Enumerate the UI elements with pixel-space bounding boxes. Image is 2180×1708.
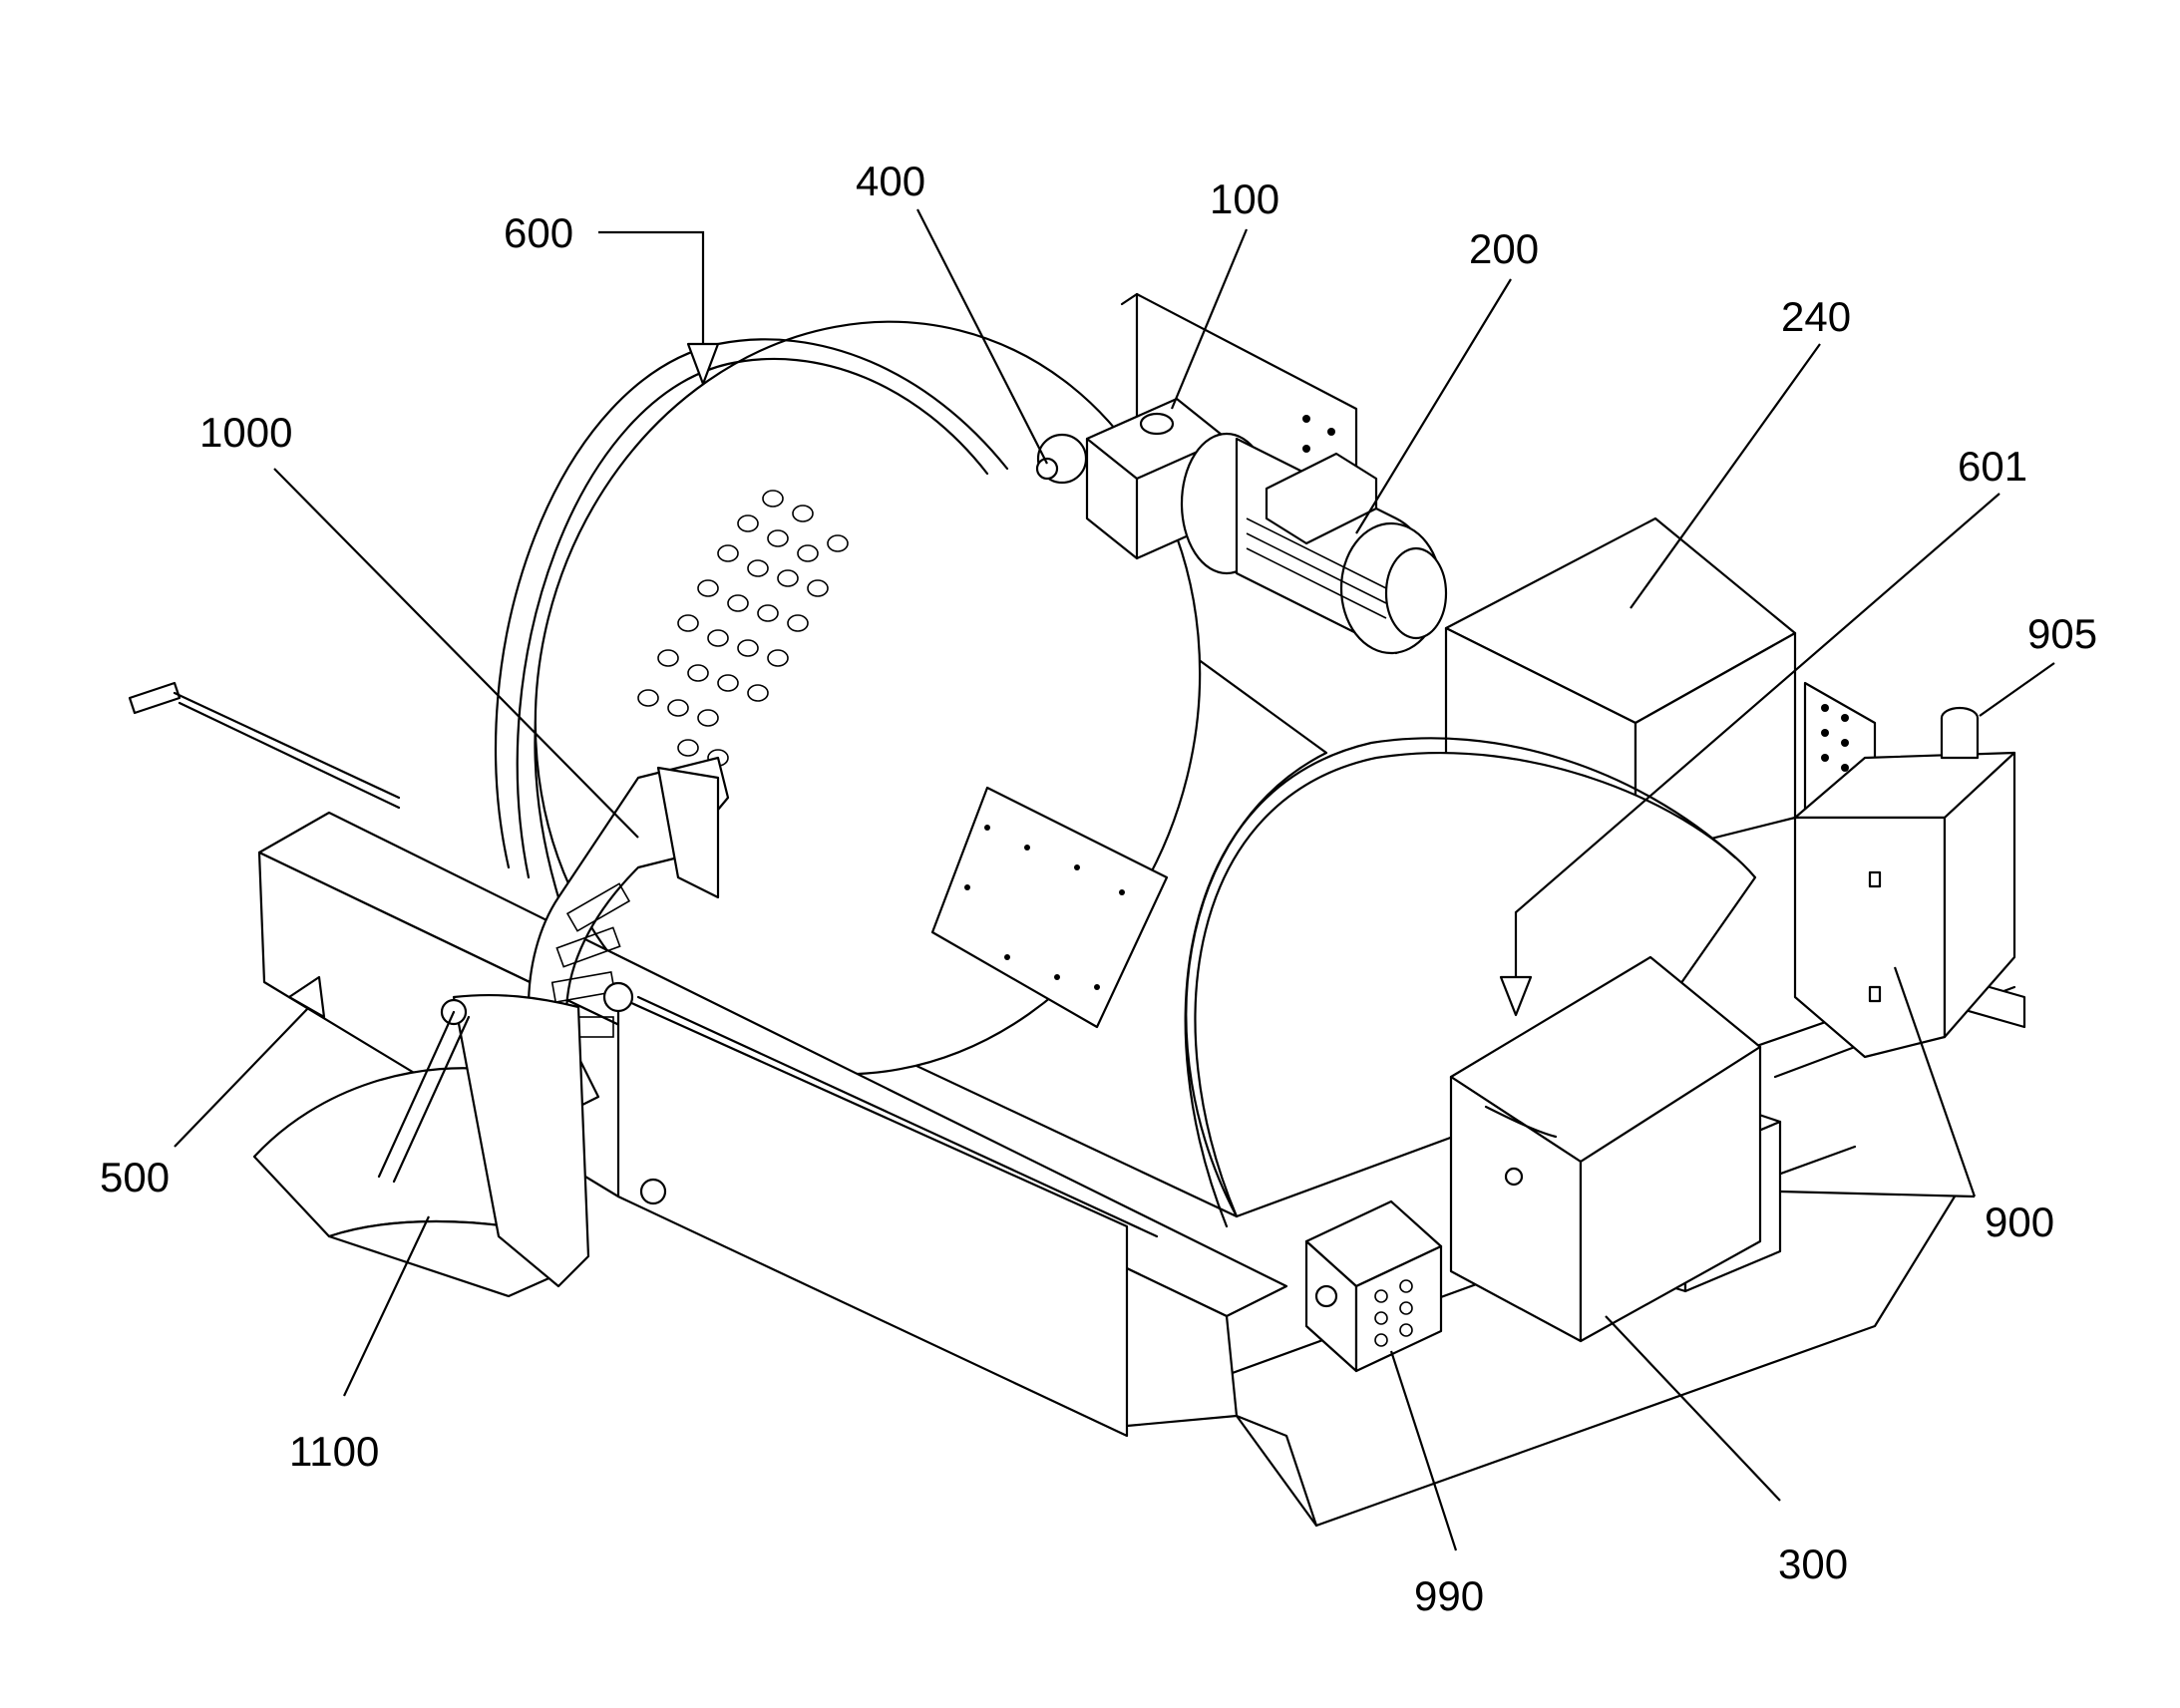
control-box-300	[1449, 955, 1762, 1343]
pendant-box-990	[1304, 1199, 1443, 1373]
label-905: 905	[2027, 610, 2097, 657]
leader-lines	[174, 208, 2055, 1551]
label-601: 601	[1958, 443, 2027, 490]
reference-labels: 400 100 600 200 240 1000 601 905 500 900…	[100, 158, 2097, 1619]
motor-200	[1180, 432, 1448, 655]
chute-1100	[252, 993, 590, 1298]
label-1000: 1000	[199, 409, 292, 456]
label-200: 200	[1469, 225, 1539, 272]
label-400: 400	[856, 158, 925, 204]
label-990: 990	[1414, 1572, 1484, 1619]
label-300: 300	[1778, 1540, 1848, 1587]
cabinet-900-rear	[1793, 706, 2016, 1059]
label-100: 100	[1210, 175, 1279, 222]
label-1100: 1100	[289, 1428, 379, 1475]
label-600: 600	[504, 209, 573, 256]
label-900: 900	[1985, 1198, 2054, 1245]
label-500: 500	[100, 1154, 170, 1200]
label-240: 240	[1781, 293, 1851, 340]
